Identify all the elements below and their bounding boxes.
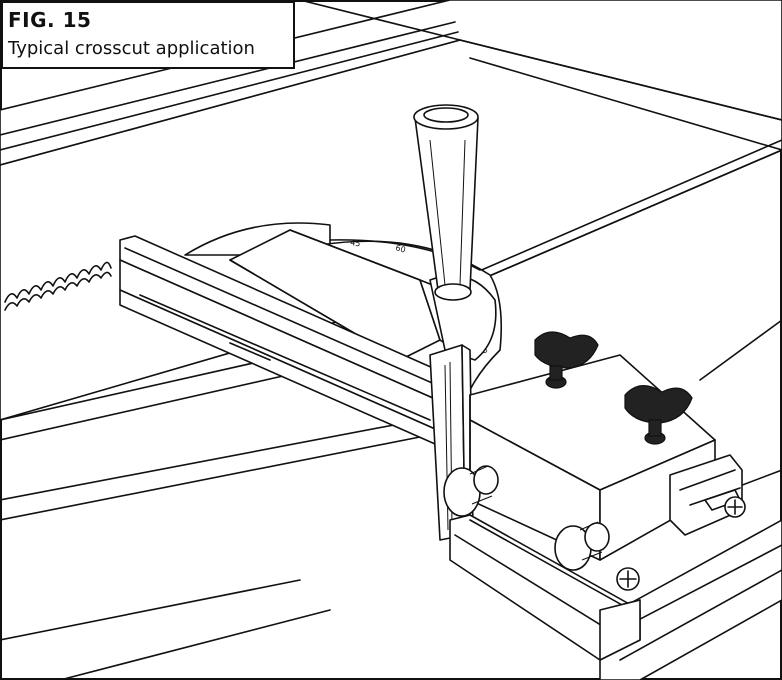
miter-fence bbox=[119, 235, 461, 456]
figure-label: FIG. 15 bbox=[8, 8, 92, 32]
t-track-block bbox=[669, 454, 743, 536]
screw-lower[interactable] bbox=[616, 567, 640, 591]
right-rail bbox=[599, 319, 782, 680]
scale-mark: 60 bbox=[394, 243, 406, 254]
saw-blade bbox=[4, 261, 112, 311]
miter-handle[interactable] bbox=[413, 104, 479, 301]
lower-knob-right[interactable] bbox=[554, 521, 610, 571]
lower-rail bbox=[449, 514, 641, 661]
screw-right[interactable] bbox=[724, 496, 746, 518]
scale-mark: 45 bbox=[350, 238, 361, 248]
figure-title: Typical crosscut application bbox=[8, 38, 255, 59]
upper-knob-right[interactable] bbox=[624, 385, 693, 445]
figure-caption: FIG. 15 Typical crosscut application bbox=[1, 1, 295, 69]
lower-knob-left[interactable] bbox=[443, 465, 499, 517]
upper-knob-left[interactable] bbox=[534, 331, 599, 389]
